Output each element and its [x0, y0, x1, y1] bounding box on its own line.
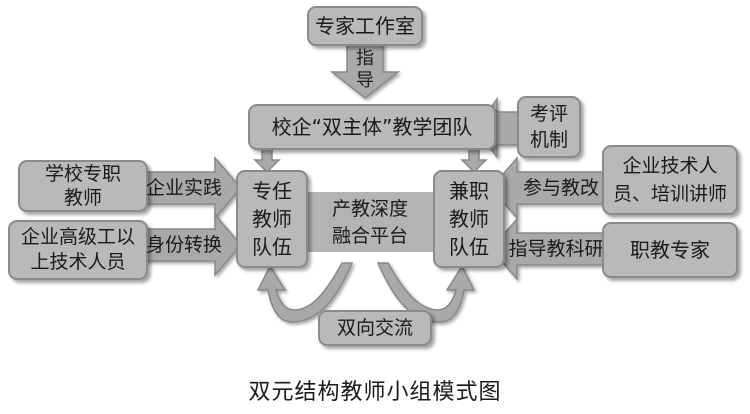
exchange-box: 双向交流 — [318, 310, 432, 346]
school-teacher-label: 学校专职 教师 — [44, 163, 121, 209]
enterprise-staff-label: 企业高级工以 上技术人员 — [20, 226, 135, 273]
full-time-box: 专任 教师 队伍 — [236, 170, 308, 268]
eval-box: 考评 机制 — [517, 96, 581, 158]
practice-label-text: 企业实践 — [146, 177, 223, 199]
expert-room-box: 专家工作室 — [307, 6, 423, 46]
practice-label: 企业实践 — [146, 176, 222, 200]
research-label: 指导教科研 — [507, 237, 605, 261]
eval-label: 考评 机制 — [529, 103, 568, 151]
school-teacher-box: 学校专职 教师 — [18, 160, 148, 212]
arrow-identity — [144, 212, 242, 278]
expert-room-label: 专家工作室 — [315, 13, 415, 38]
platform-band — [305, 192, 435, 252]
full-time-label: 专任 教师 队伍 — [252, 179, 292, 259]
tech-trainer-label: 企业技术人 员、培训讲师 — [612, 155, 727, 205]
reform-label-text: 参与教改 — [522, 177, 599, 199]
enterprise-staff-box: 企业高级工以 上技术人员 — [8, 220, 148, 280]
reform-label: 参与教改 — [518, 176, 604, 200]
arrow-team-right — [460, 147, 488, 174]
arrow-team-left — [253, 147, 281, 174]
guide-label: 指 导 — [348, 46, 382, 94]
part-time-label: 兼职 教师 队伍 — [449, 179, 489, 259]
arrow-guide — [329, 44, 401, 99]
tech-trainer-box: 企业技术人 员、培训讲师 — [602, 145, 738, 215]
identity-label: 身份转换 — [146, 233, 222, 257]
team-box: 校企“双主体”教学团队 — [248, 104, 496, 150]
platform-label-text: 产教深度 融合平台 — [331, 198, 408, 247]
identity-label-text: 身份转换 — [146, 234, 223, 256]
guide-label-text: 指 导 — [356, 48, 374, 91]
research-label-text: 指导教科研 — [508, 238, 604, 260]
arrow-research — [490, 216, 606, 282]
platform-label: 产教深度 融合平台 — [308, 196, 432, 250]
voc-expert-label: 职教专家 — [630, 237, 710, 262]
diagram-caption: 双元结构教师小组模式图 — [248, 380, 502, 405]
voc-expert-box: 职教专家 — [602, 222, 738, 278]
team-label: 校企“双主体”教学团队 — [271, 114, 473, 139]
part-time-box: 兼职 教师 队伍 — [433, 170, 505, 268]
exchange-label: 双向交流 — [336, 316, 413, 339]
arrow-practice — [144, 155, 242, 221]
